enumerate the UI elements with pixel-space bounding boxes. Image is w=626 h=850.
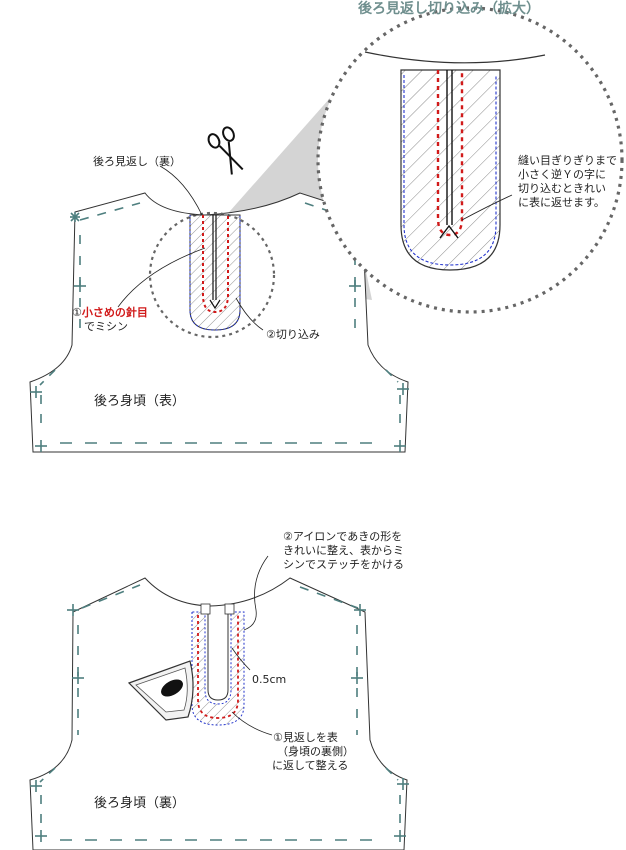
bottom-step1-line-3: に返して整える	[272, 758, 348, 772]
grain-markings-bottom	[30, 584, 409, 842]
body-label-bottom: 後ろ身頃（裏）	[94, 795, 185, 811]
bottom-note-line-3: シンでステッチをかける	[283, 558, 404, 571]
facing-small	[189, 214, 241, 331]
scissors-icon	[207, 126, 244, 175]
top-panel: 後ろ見返し切り込み（拡大） 後ろ見返し（裏） 縫い目ぎりぎりまで 小さく逆Ｙの字…	[29, 0, 624, 453]
magnified-neckline	[364, 51, 546, 64]
seam-measure: 0.5cm	[252, 673, 286, 686]
note-line-4: に表に返せます。	[518, 195, 605, 209]
facing-label: 後ろ見返し（裏）	[93, 154, 181, 168]
bottom-step1-line-2: （身頃の裏側）	[277, 744, 354, 758]
step1-number: ①	[72, 306, 82, 319]
step1-emphasis: 小さめの針目	[81, 305, 148, 319]
magnified-title: 後ろ見返し切り込み（拡大）	[358, 0, 540, 17]
iron-icon	[127, 660, 194, 721]
bottom-panel: ②アイロンであきの形を きれいに整え、表からミ シンでステッチをかける 0.5c…	[29, 530, 409, 850]
note-line-2: 小さく逆Ｙの字に	[518, 167, 606, 181]
leader-lines-top	[117, 165, 513, 331]
step1-suffix: でミシン	[84, 320, 128, 333]
step1-small-stitch: ①小さめの針目	[72, 305, 148, 319]
leader-lines-bottom	[231, 555, 273, 736]
body-label-top: 後ろ身頃（表）	[94, 393, 185, 409]
bottom-note-line-1: ②アイロンであきの形を	[283, 530, 402, 543]
note-line-3: 切り込むときれい	[518, 182, 606, 195]
bottom-note-line-2: きれいに整え、表からミ	[283, 543, 404, 557]
facing-large	[400, 69, 501, 271]
bottom-step1-line-1: ①見返しを表	[273, 730, 338, 744]
opening-facing	[191, 603, 245, 726]
magnify-source-circle	[148, 211, 276, 339]
note-line-1: 縫い目ぎりぎりまで	[518, 153, 617, 167]
step2-cut: ②切り込み	[266, 328, 320, 341]
